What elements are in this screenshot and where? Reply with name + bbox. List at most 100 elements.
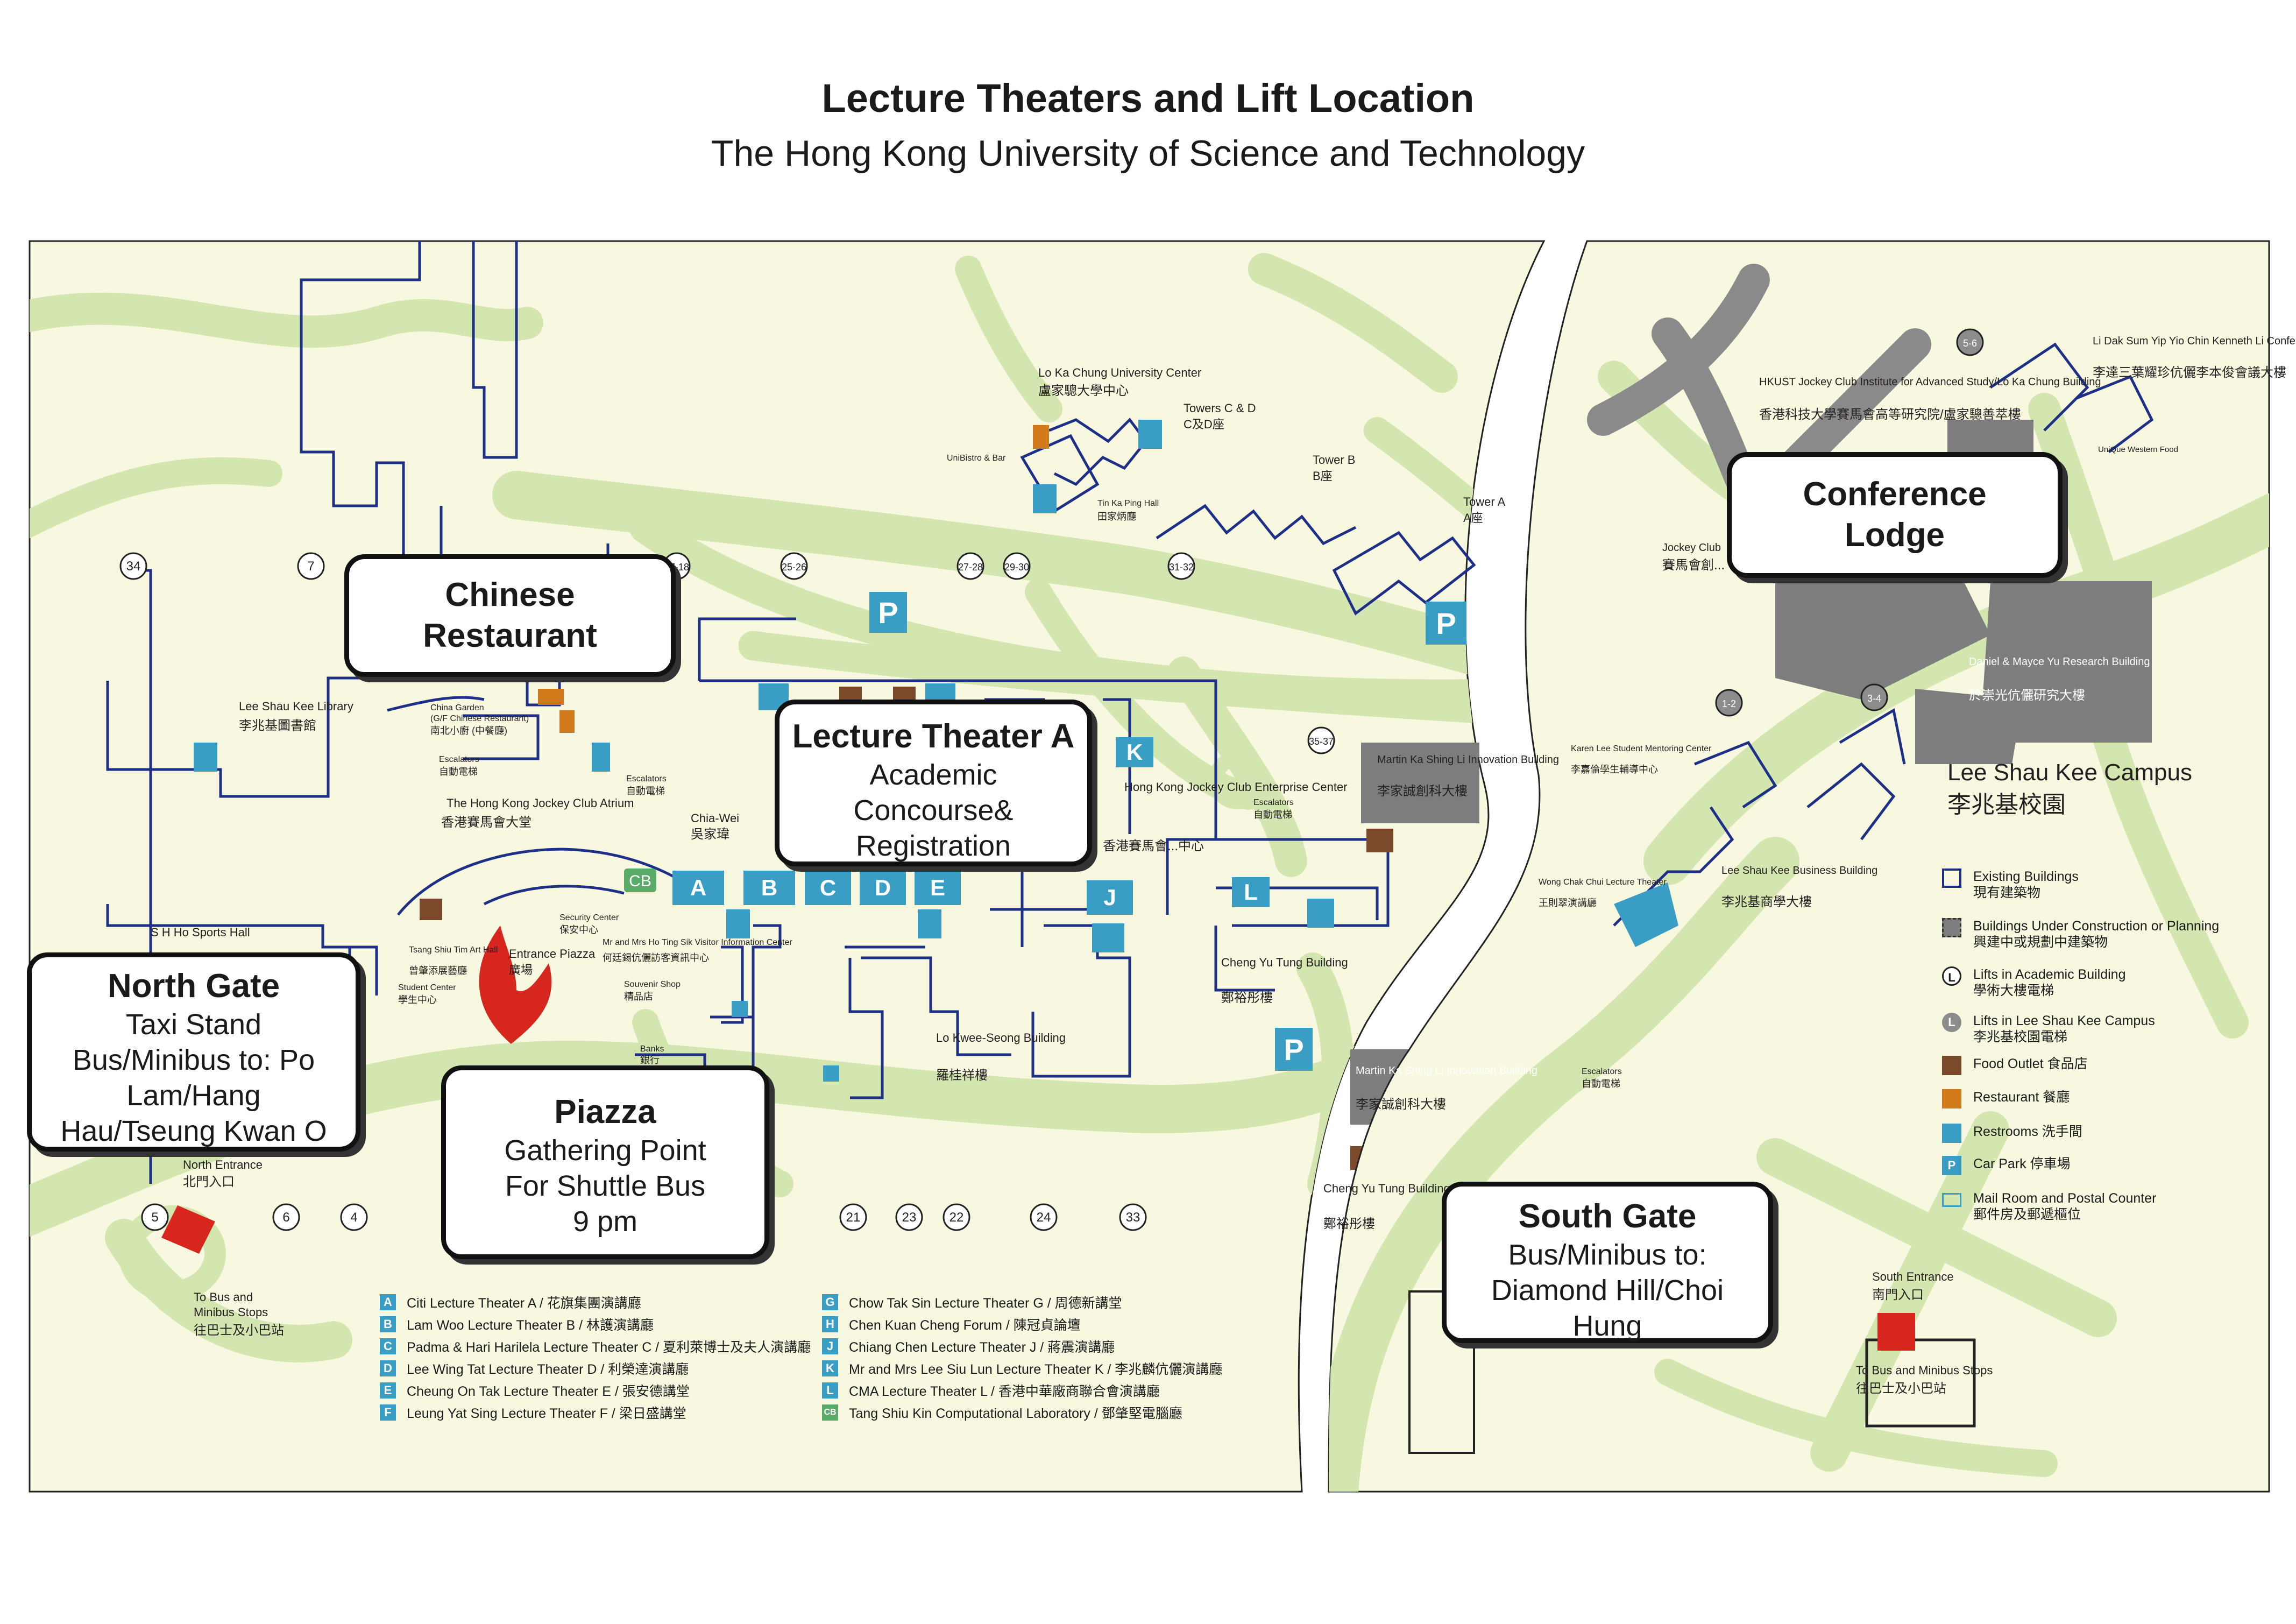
label-banks-zh: 銀行 xyxy=(640,1055,660,1065)
lift-marker-22[interactable]: 22 xyxy=(943,1203,970,1231)
label-lsk-business: Lee Shau Kee Business Building xyxy=(1721,865,1877,877)
lt-label-b: B xyxy=(761,875,777,900)
north-entrance-icon xyxy=(161,1205,215,1254)
place-labels: Lo Ka Chung University Center 盧家驄大學中心 To… xyxy=(151,335,2296,1396)
label-lsk-campus-zh: 李兆基校園 xyxy=(1947,792,2066,818)
lift-marker-24[interactable]: 24 xyxy=(1030,1203,1058,1231)
legend-symbol-text: Restrooms 洗手間 xyxy=(1973,1124,2082,1139)
lift-marker-34[interactable]: 34 xyxy=(119,552,147,580)
cb-label: CB xyxy=(629,872,651,890)
lift-marker-31-32[interactable]: 31-32 xyxy=(1167,552,1195,580)
lift-marker-23[interactable]: 23 xyxy=(895,1203,923,1231)
lift-marker-35-37[interactable]: 35-37 xyxy=(1307,726,1335,754)
label-tsang-shiu-tim-zh: 曾肇添展藝廳 xyxy=(409,965,467,976)
lt-label-c: C xyxy=(820,875,836,900)
label-jockey-atrium-zh: 香港賽馬會大堂 xyxy=(441,815,532,830)
label-escalators-lsk: Escalators xyxy=(1582,1067,1622,1076)
label-china-garden-zh: 南北小廚 (中餐廳) xyxy=(430,725,507,736)
legend-symbol-text-zh: 興建中或規劃中建築物 xyxy=(1973,935,2108,950)
label-lo-ka-chung-zh: 盧家驄大學中心 xyxy=(1038,384,1129,398)
lift-marker-label: 7 xyxy=(307,559,314,574)
lift-marker-label: 6 xyxy=(282,1210,289,1225)
legend-lt-code: D xyxy=(380,1360,396,1376)
label-to-bus-north-1: To Bus and xyxy=(194,1290,253,1304)
label-to-bus-north-zh: 往巴士及小巴站 xyxy=(194,1323,284,1338)
label-souvenir-zh: 精品店 xyxy=(624,991,653,1002)
lift-marker-label: 5-6 xyxy=(1963,338,1977,349)
legend-lt-code: H xyxy=(822,1316,838,1332)
label-north-entrance-zh: 北門入口 xyxy=(183,1175,235,1189)
lift-marker-6[interactable]: 6 xyxy=(272,1203,300,1231)
lift-marker-4[interactable]: 4 xyxy=(340,1203,368,1231)
legend-symbol-text-zh: 李兆基校園電梯 xyxy=(1973,1029,2068,1044)
lift-marker-label: 25-26 xyxy=(782,562,806,573)
label-jockey-club-house-zh: 香港賽馬會...中心 xyxy=(1103,839,1204,853)
label-tin-ka-ping: Tin Ka Ping Hall xyxy=(1097,499,1159,508)
label-lo-ka-chung: Lo Ka Chung University Center xyxy=(1038,366,1201,379)
lift-marker-7[interactable]: 7 xyxy=(297,552,325,580)
label-sh-ho: S H Ho Sports Hall xyxy=(151,926,250,939)
label-escalators-3: Escalators xyxy=(1253,798,1294,807)
label-jockey-club-house: Hong Kong Jockey Club Enterprise Center xyxy=(1124,780,1348,794)
label-ias: HKUST Jockey Club Institute for Advanced… xyxy=(1759,376,2101,388)
parking-label-2: P xyxy=(1436,606,1456,640)
restaurant-icon xyxy=(1942,1089,1961,1108)
callout-piazza[interactable]: Piazza Gathering Point For Shuttle Bus 9… xyxy=(441,1065,769,1259)
lift-marker-1-2[interactable]: 1-2 xyxy=(1715,689,1743,717)
lift-marker-label: 22 xyxy=(949,1210,964,1225)
legend-symbol-text-zh: 學術大樓電梯 xyxy=(1973,983,2054,998)
roads-right xyxy=(1329,264,2269,1492)
lift-marker-25-26[interactable]: 25-26 xyxy=(780,552,808,580)
legend-lt-code: CB xyxy=(822,1404,838,1421)
lift-marker-29-30[interactable]: 29-30 xyxy=(1003,552,1031,580)
legend-lt-text: Chiang Chen Lecture Theater J / 蔣震演講廳 xyxy=(849,1340,1115,1355)
label-security-center: Security Center xyxy=(559,913,619,922)
label-souvenir: Souvenir Shop xyxy=(624,980,681,989)
lt-label-a: A xyxy=(690,875,706,900)
label-entrance-piazza-zh: 廣場 xyxy=(509,963,533,977)
legend-lt-text: Lee Wing Tat Lecture Theater D / 利榮達演講廳 xyxy=(407,1362,689,1377)
legend-lt-item: L CMA Lecture Theater L / 香港中華廠商聯合會演講廳 xyxy=(822,1381,1160,1400)
legend-lt-text: CMA Lecture Theater L / 香港中華廠商聯合會演講廳 xyxy=(849,1384,1160,1399)
existing-icon xyxy=(1942,869,1961,888)
parking-icons xyxy=(869,592,1466,1071)
parking-icon: P xyxy=(1942,1156,1961,1175)
south-entrance-icon xyxy=(1877,1313,1915,1351)
lift-marker-3-4[interactable]: 3-4 xyxy=(1860,683,1888,711)
callout-north-gate[interactable]: North Gate Taxi Stand Bus/Minibus to: Po… xyxy=(27,952,360,1152)
legend-lt-text: Citi Lecture Theater A / 花旗集團演講廳 xyxy=(407,1296,641,1311)
callout-lecture-theater-a[interactable]: Lecture Theater A Academic Concourse& Re… xyxy=(775,700,1092,866)
legend-lt-code: L xyxy=(822,1382,838,1399)
callout-south-gate[interactable]: South Gate Bus/Minibus to: Diamond Hill/… xyxy=(1442,1182,1773,1343)
label-jockey-club-lsk-zh: 賽馬會創... xyxy=(1662,558,1725,573)
lift-marker-27-28[interactable]: 27-28 xyxy=(956,552,984,580)
callout-chinese-restaurant-title: Chinese Restaurant xyxy=(423,576,597,654)
legend-symbol-text-zh: 現有建築物 xyxy=(1973,885,2041,900)
legend-lt-code: E xyxy=(380,1382,396,1399)
lift-marker-5[interactable]: 5 xyxy=(141,1203,169,1231)
legend-lt-text: Chow Tak Sin Lecture Theater G / 周德新講堂 xyxy=(849,1296,1122,1311)
lift-marker-33[interactable]: 33 xyxy=(1119,1203,1147,1231)
callout-conference-lodge[interactable]: Conference Lodge xyxy=(1727,452,2063,578)
label-banks: Banks xyxy=(640,1044,664,1054)
callout-conference-lodge-title: Conference Lodge xyxy=(1803,476,1987,554)
lift-marker-21[interactable]: 21 xyxy=(839,1203,867,1231)
label-visitor-info: Mr and Mrs Ho Ting Sik Visitor Informati… xyxy=(603,938,792,947)
lt-label-d: D xyxy=(875,875,891,900)
callout-chinese-restaurant[interactable]: Chinese Restaurant xyxy=(344,554,676,677)
legend-symbol-restaurant: Restaurant 餐廳 xyxy=(1942,1089,2070,1108)
lift-marker-label: 34 xyxy=(126,559,141,574)
lsk-lift-markers[interactable]: 5-6 1-2 3-4 xyxy=(1715,328,1984,717)
restroom-icon xyxy=(1942,1124,1961,1143)
label-south-entrance-zh: 南門入口 xyxy=(1872,1288,1924,1302)
label-martin-top: Martin Ka Shing Li Innovation Building xyxy=(1377,754,1559,766)
label-tower-b-zh: B座 xyxy=(1313,469,1333,483)
lift-marker-5-6[interactable]: 5-6 xyxy=(1956,328,1984,356)
label-unique: UniQue Western Food xyxy=(2098,445,2178,454)
